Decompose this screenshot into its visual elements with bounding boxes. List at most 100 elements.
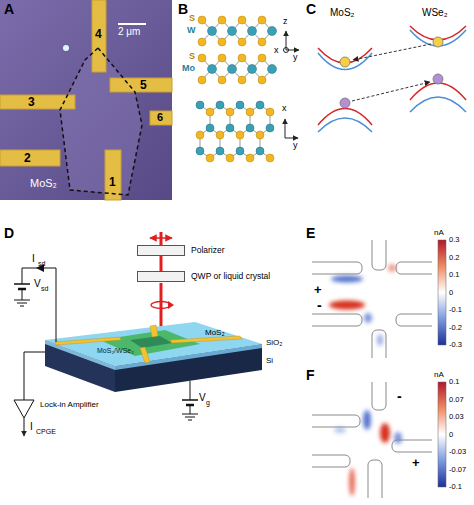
crystal-structure [256, 147, 264, 155]
crystal-structure [246, 108, 254, 116]
crystal-structure [228, 65, 237, 74]
crystal-structure [258, 38, 266, 46]
crystal-structure [226, 108, 234, 116]
photocurrent-map [363, 410, 371, 430]
photocurrent-map [331, 276, 363, 283]
photocurrent-map [364, 313, 372, 323]
optic-component: Polarizer [137, 245, 225, 256]
crystal-structure [258, 16, 266, 24]
signal-label: V [34, 279, 41, 289]
crystal-structure [218, 38, 226, 46]
material-label: WSe₂ [422, 8, 448, 18]
optical-image [118, 23, 146, 25]
photocurrent-map [312, 314, 362, 326]
crystal-structure [196, 131, 204, 139]
panel-label: B [178, 2, 188, 16]
photocurrent-map [438, 382, 446, 487]
band-diagram [318, 26, 466, 132]
band-diagram [318, 118, 372, 132]
photocurrent-map [380, 423, 390, 443]
crystal-structure [216, 101, 224, 109]
crystal-structure [196, 147, 204, 155]
optical-image [150, 111, 172, 125]
crystal-structure [236, 101, 244, 109]
measurement-setup [140, 347, 150, 363]
crystal-structure [238, 54, 246, 62]
crystal-structure [248, 65, 257, 74]
measurement-setup [150, 237, 172, 239]
colorbar-tick: 0.07 [449, 396, 464, 404]
material-label: MoS₂ [330, 8, 354, 18]
crystal-structure [200, 105, 270, 158]
crystal-structure [218, 76, 226, 84]
measurement-setup [20, 306, 24, 307]
measurement-setup [14, 400, 34, 418]
band-diagram [433, 74, 443, 84]
material-label: SiO₂ [266, 339, 282, 347]
crystal-structure [246, 154, 254, 162]
crystal-structure [266, 154, 274, 162]
electrode-number: 2 [24, 152, 31, 164]
signal-label: I [30, 422, 33, 432]
crystal-structure [198, 54, 206, 62]
panel-label: D [4, 226, 14, 240]
crystal-structure [256, 131, 264, 139]
photocurrent-map [312, 240, 432, 358]
band-diagram [352, 82, 430, 101]
crystal-structure [206, 108, 214, 116]
measurement-setup [17, 303, 27, 304]
measurement-setup [190, 405, 191, 414]
panel-label: E [306, 226, 315, 240]
axis-label: y [293, 53, 298, 62]
crystal-structure [284, 48, 289, 53]
signal-subscript: sd [41, 285, 48, 292]
crystal-structure [198, 38, 206, 46]
colorbar-tick: -0.2 [449, 324, 462, 332]
colorbar-tick: -0.07 [449, 466, 466, 474]
colorbar-unit: nA [434, 229, 444, 237]
photocurrent-map [377, 334, 383, 346]
measurement-setup [45, 322, 262, 366]
measurement-setup [186, 404, 194, 407]
crystal-structure [216, 147, 224, 155]
crystal-structure [198, 16, 266, 84]
crystal-structure [218, 16, 226, 24]
material-label: MoS₂ [205, 329, 225, 337]
optical-image [0, 0, 172, 200]
atom-label: Mo [182, 64, 195, 73]
measurement-setup [14, 268, 198, 436]
material-label: Si [266, 357, 273, 365]
optical-image [92, 0, 106, 72]
axis-label: z [283, 17, 288, 26]
panel-label: C [306, 2, 316, 16]
colorbar-tick: 0.2 [449, 254, 459, 262]
photocurrent-map [312, 382, 432, 498]
optical-image [110, 78, 172, 92]
crystal-structure [226, 124, 234, 132]
crystal-structure [258, 76, 266, 84]
crystal-structure [226, 154, 234, 162]
scale-label: 2 μm [118, 27, 140, 37]
crystal-structure [266, 108, 274, 116]
colorbar-tick: -0.1 [449, 306, 462, 314]
photocurrent-map [349, 468, 355, 496]
polarity-sign: - [317, 298, 322, 312]
crystal-structure [238, 38, 246, 46]
band-diagram [318, 109, 372, 126]
crystal-structure [238, 76, 246, 84]
electrode-number: 1 [109, 176, 116, 188]
crystal-structure [236, 131, 244, 139]
photocurrent-map [312, 455, 350, 467]
measurement-setup [14, 232, 262, 436]
photocurrent-map [372, 240, 386, 270]
measurement-setup [130, 336, 172, 348]
photocurrent-map [388, 264, 396, 272]
optic-component: QWP or liquid crystal [137, 271, 270, 282]
signal-label: I [32, 254, 35, 264]
atom-label: S [189, 14, 195, 23]
optic-element [137, 271, 185, 282]
light-beam [160, 256, 163, 271]
crystal-structure [256, 101, 264, 109]
